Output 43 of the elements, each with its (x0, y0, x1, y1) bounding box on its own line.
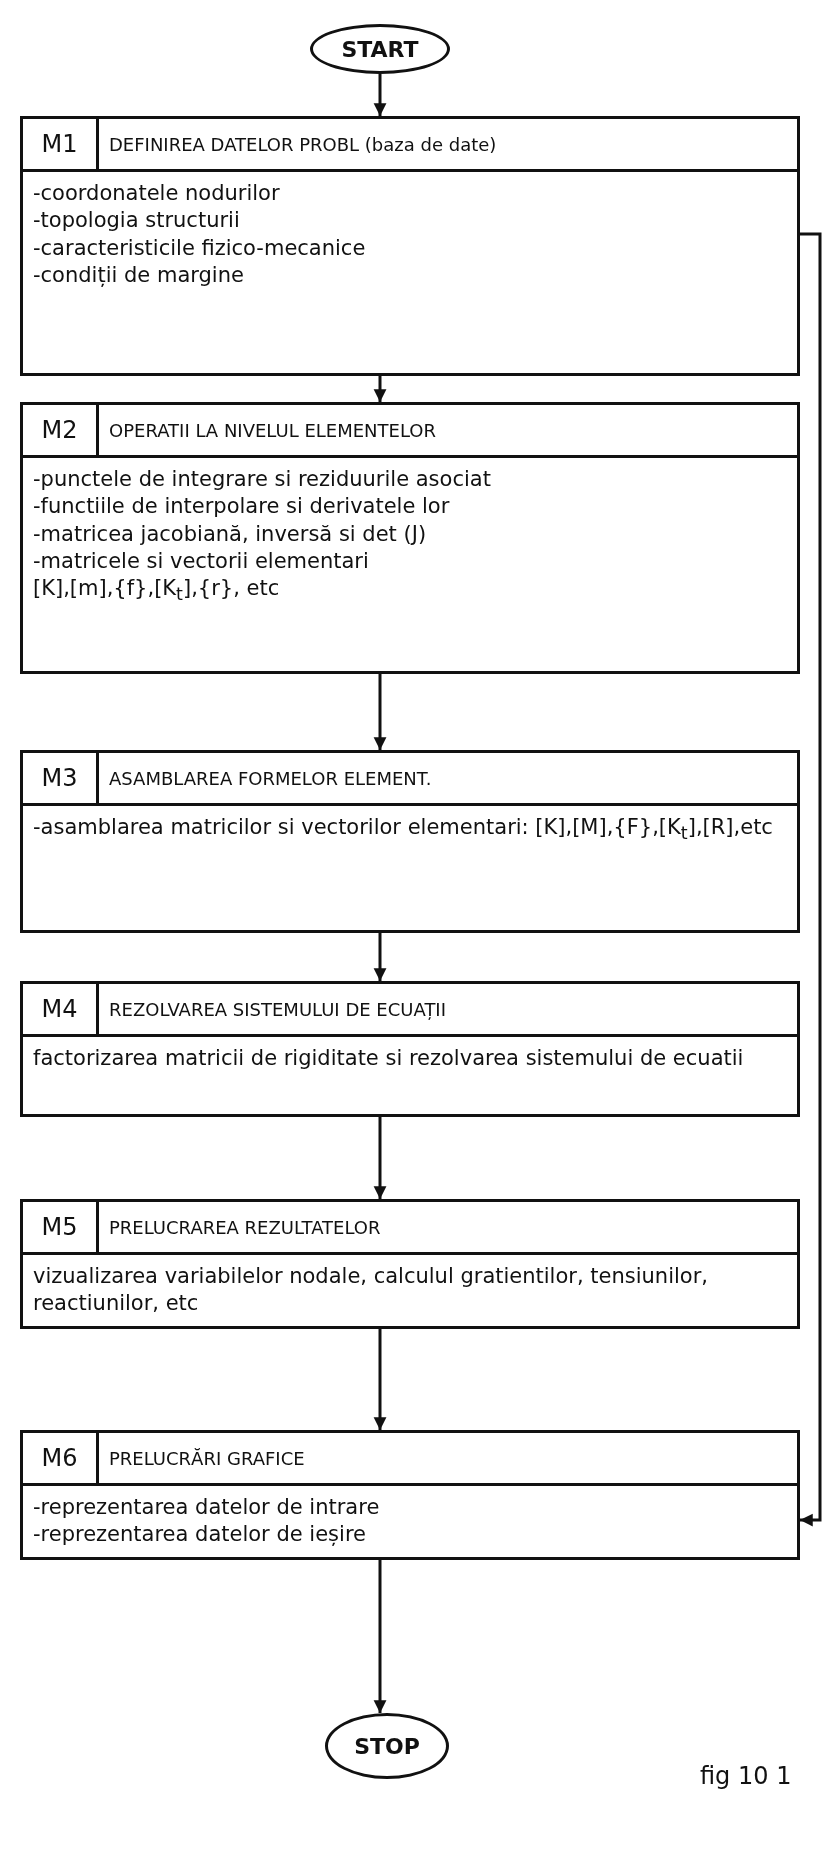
list-item: -punctele de integrare si reziduurile asociat (33, 466, 492, 493)
terminal-oval: STOP (325, 1713, 449, 1779)
arrow (373, 1560, 387, 1714)
process-box (20, 402, 800, 674)
module-title: DEFINIREA DATELOR PROBL (baza de date) (108, 132, 498, 157)
process-box (20, 981, 800, 1117)
arrow (373, 674, 387, 751)
arrow (373, 1117, 387, 1200)
list-item: -asamblarea matricilor si vectorilor elementari: [K],[M],{F},[K$_{t}$],[R],etc (33, 814, 774, 845)
list-item: vizualizarea variabilelor nodale, calculul gratientilor, tensiunilor, reactiunilor, etc (33, 1263, 709, 1318)
list-item: -matricele si vectorii elementari (33, 547, 370, 575)
process-box (20, 750, 800, 933)
process-box (20, 1430, 800, 1560)
list-item: -reprezentarea datelor de intrare (33, 1494, 381, 1521)
module-number: M1 (23, 119, 99, 169)
module-title: PRELUCRAREA REZULTATELOR (108, 1215, 382, 1240)
list-item: -matricea jacobiană, inversă si det (J) (33, 520, 428, 548)
list-item: -condiții de margine (33, 261, 245, 289)
module-number: M3 (23, 753, 99, 803)
module-title: REZOLVAREA SISTEMULUI DE ECUAȚII (108, 997, 447, 1022)
module-number: M6 (23, 1433, 99, 1483)
terminal-oval: START (310, 24, 450, 74)
module-number: M4 (23, 984, 99, 1034)
module-title: ASAMBLAREA FORMELOR ELEMENT. (108, 766, 433, 791)
module-title: OPERATII LA NIVELUL ELEMENTELOR (108, 418, 437, 443)
module-title: PRELUCRĂRI GRAFICE (108, 1446, 306, 1471)
arrow (799, 232, 822, 1527)
process-box (20, 116, 800, 376)
arrow (373, 933, 387, 982)
figure-label: fig 10 1 (700, 1762, 792, 1790)
list-item: -functiile de interpolare si derivatele lor (33, 493, 451, 521)
list-item: -topologia structurii (33, 207, 241, 235)
list-item: [K],[m],{f},[K$_{t}$],{r}, etc (33, 575, 281, 607)
list-item: factorizarea matricii de rigiditate si rezolvarea sistemului de ecuatii (33, 1045, 745, 1072)
arrow (373, 376, 387, 403)
module-number: M2 (23, 405, 99, 455)
list-item: -caracteristicile fizico-mecanice (33, 234, 367, 262)
list-item: -coordonatele nodurilor (33, 180, 281, 207)
arrow (373, 1329, 387, 1431)
process-box (20, 1199, 800, 1329)
module-number: M5 (23, 1202, 99, 1252)
arrow (373, 74, 387, 117)
list-item: -reprezentarea datelor de ieșire (33, 1521, 367, 1549)
